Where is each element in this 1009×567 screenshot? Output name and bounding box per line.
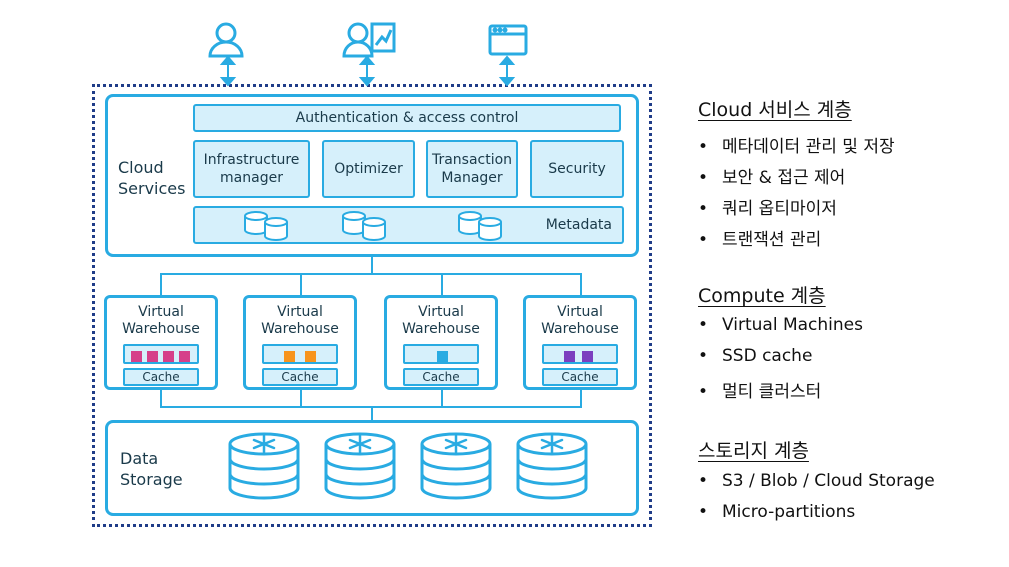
connector bbox=[580, 390, 582, 407]
list-item: •보안 & 접근 제어 bbox=[698, 168, 846, 188]
list-item: •Micro-partitions bbox=[698, 502, 856, 522]
section-heading-compute: Compute 계층 bbox=[698, 285, 826, 307]
database-icon bbox=[244, 211, 288, 241]
cache-label: Cache bbox=[123, 368, 199, 386]
connector bbox=[300, 390, 302, 407]
database-icon bbox=[342, 211, 386, 241]
cache-label: Cache bbox=[262, 368, 338, 386]
storage-db-icons bbox=[228, 432, 588, 500]
compute-slots bbox=[123, 344, 199, 364]
connector bbox=[300, 273, 302, 295]
module-optimizer: Optimizer bbox=[322, 140, 415, 198]
list-item: •SSD cache bbox=[698, 346, 813, 366]
module-security: Security bbox=[530, 140, 624, 198]
arrow-browser bbox=[498, 55, 516, 87]
architecture-boundary bbox=[92, 84, 652, 527]
metadata-db-icons bbox=[244, 211, 502, 241]
connector bbox=[441, 390, 443, 407]
cloud-services-label: Cloud Services bbox=[118, 158, 186, 198]
connector bbox=[441, 273, 443, 295]
cache-label: Cache bbox=[542, 368, 618, 386]
list-item: •멀티 클러스터 bbox=[698, 382, 822, 402]
browser-window-icon bbox=[488, 24, 528, 56]
database-icon bbox=[458, 211, 502, 241]
user-icon bbox=[208, 22, 244, 58]
section-heading-storage: 스토리지 계층 bbox=[698, 440, 809, 462]
snowflake-database-icon bbox=[420, 432, 492, 500]
cache-label: Cache bbox=[403, 368, 479, 386]
arrow-analyst bbox=[358, 55, 376, 87]
connector bbox=[160, 273, 582, 275]
list-item: •트랜잭션 관리 bbox=[698, 230, 822, 250]
connector bbox=[371, 406, 373, 421]
list-item: •Virtual Machines bbox=[698, 315, 863, 335]
connector bbox=[371, 257, 373, 274]
analyst-chart-icon bbox=[342, 22, 396, 58]
snowflake-database-icon bbox=[324, 432, 396, 500]
snowflake-database-icon bbox=[516, 432, 588, 500]
arrow-user bbox=[219, 55, 237, 87]
auth-access-control: Authentication & access control bbox=[193, 104, 621, 132]
list-item: •쿼리 옵티마이저 bbox=[698, 199, 837, 219]
connector bbox=[160, 273, 162, 295]
list-item: •메타데이터 관리 및 저장 bbox=[698, 137, 895, 157]
data-storage-label: Data Storage bbox=[120, 449, 183, 489]
section-heading-cloud: Cloud 서비스 계층 bbox=[698, 99, 852, 121]
compute-slots bbox=[262, 344, 338, 364]
compute-slots bbox=[403, 344, 479, 364]
compute-slots bbox=[542, 344, 618, 364]
connector bbox=[580, 273, 582, 295]
snowflake-database-icon bbox=[228, 432, 300, 500]
connector bbox=[160, 390, 162, 407]
list-item: •S3 / Blob / Cloud Storage bbox=[698, 471, 935, 491]
